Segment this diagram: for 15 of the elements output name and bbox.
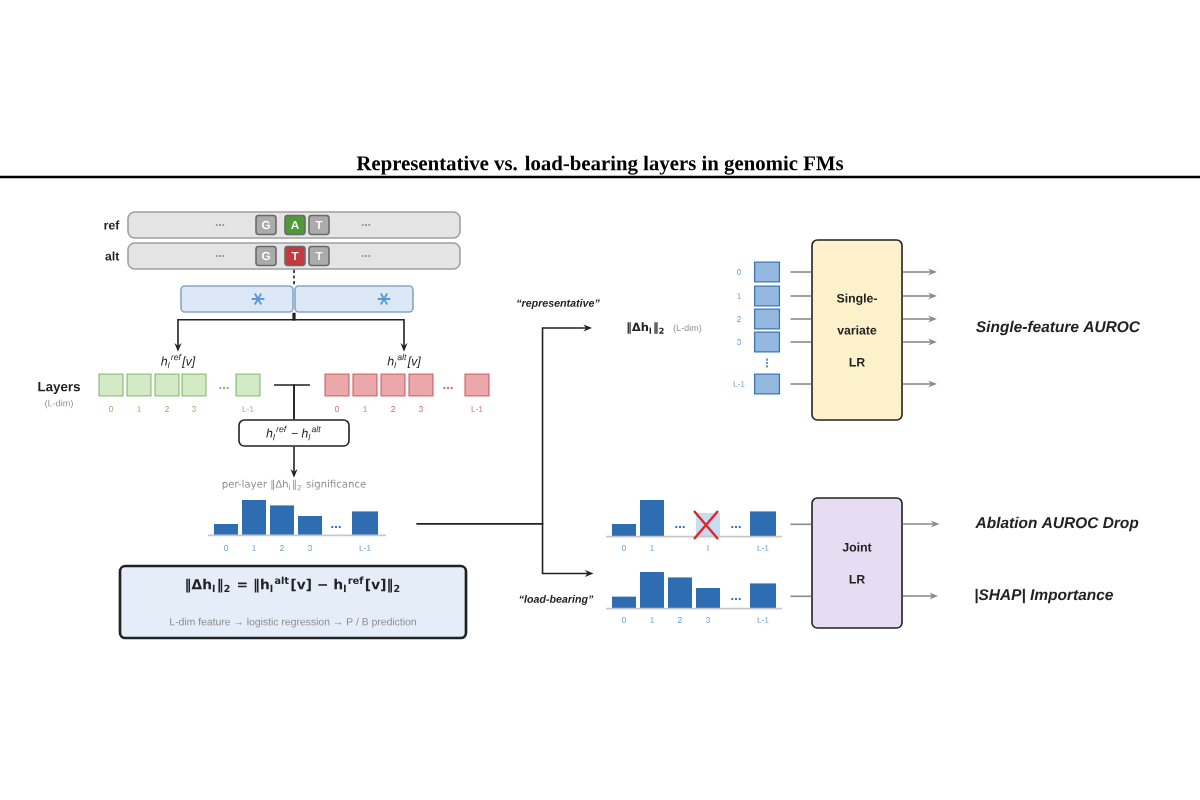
feature-stack	[753, 261, 781, 395]
layer-row	[324, 373, 490, 397]
connector-line	[789, 318, 812, 320]
bar-chart	[605, 572, 783, 610]
connector-line	[789, 295, 812, 297]
title: Representative vs. load-bearing layers in genomic FMs	[356, 155, 844, 175]
connector-line	[789, 383, 812, 385]
dashed-line	[293, 269, 295, 286]
connector-line	[293, 384, 311, 420]
connector-line	[789, 595, 812, 598]
connector-line	[789, 341, 812, 343]
bar-chart	[207, 500, 387, 537]
connector-line	[789, 271, 812, 273]
layer-row	[98, 373, 261, 397]
connector-line	[789, 523, 812, 526]
